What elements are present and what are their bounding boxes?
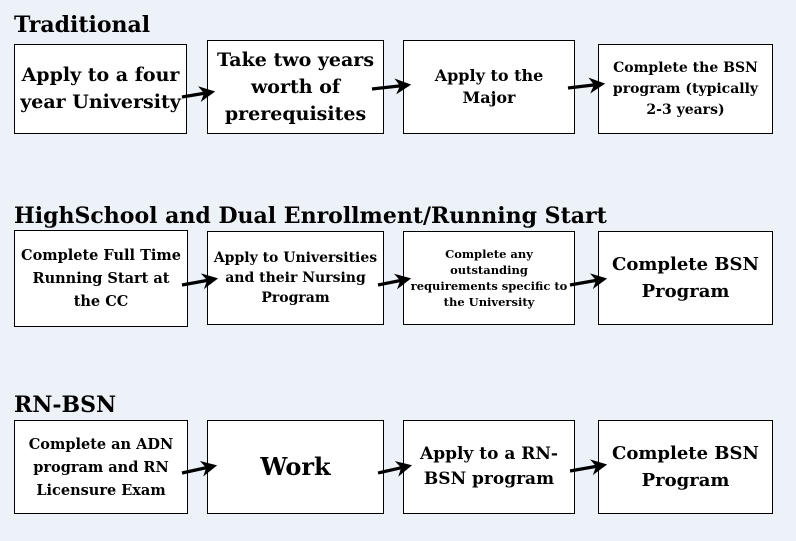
arrow-rn-bsn-2-3: [377, 461, 413, 477]
arrow-running-start-2-3: [377, 273, 412, 290]
arrow-traditional-2-3: [371, 78, 412, 95]
step-running-start-4: Complete BSN Program: [598, 231, 773, 325]
step-label: Complete the BSN program (typically 2-3 …: [612, 59, 759, 118]
step-running-start-2: Apply to Universities and their Nursing …: [207, 231, 384, 325]
step-traditional-1: Apply to a four year University: [14, 44, 187, 134]
arrow-running-start-3-4: [569, 273, 608, 290]
step-label: Apply to a RN-BSN program: [420, 444, 558, 489]
step-label: Apply to a four year University: [20, 64, 181, 113]
arrow-running-start-1-2: [181, 273, 219, 290]
section-title-rn-bsn: RN-BSN: [14, 392, 117, 418]
step-rn-bsn-4: Complete BSN Program: [598, 420, 773, 514]
arrow-traditional-1-2: [181, 86, 216, 102]
step-traditional-3: Apply to the Major: [403, 40, 575, 134]
section-title-traditional: Traditional: [14, 12, 151, 38]
step-running-start-1: Complete Full Time Running Start at the …: [14, 230, 188, 327]
arrow-rn-bsn-3-4: [569, 459, 608, 476]
step-label: Work: [260, 452, 331, 481]
step-rn-bsn-3: Apply to a RN-BSN program: [403, 420, 575, 514]
step-rn-bsn-2: Work: [207, 420, 384, 514]
step-running-start-3: Complete any outstanding requirements sp…: [403, 231, 575, 325]
step-label: Apply to Universities and their Nursing …: [213, 250, 378, 306]
step-traditional-2: Take two years worth of prerequisites: [207, 40, 384, 134]
step-rn-bsn-1: Complete an ADN program and RN Licensure…: [14, 420, 188, 514]
arrow-rn-bsn-1-2: [181, 460, 218, 477]
section-title-running-start: HighSchool and Dual Enrollment/Running S…: [14, 203, 607, 229]
step-label: Complete any outstanding requirements sp…: [410, 247, 568, 309]
step-label: Apply to the Major: [434, 66, 544, 107]
step-label: Take two years worth of prerequisites: [216, 48, 375, 125]
step-label: Complete an ADN program and RN Licensure…: [28, 435, 174, 499]
step-label: Complete BSN Program: [612, 254, 759, 302]
step-label: Complete BSN Program: [612, 443, 759, 491]
arrow-traditional-3-4: [567, 77, 606, 94]
step-label: Complete Full Time Running Start at the …: [21, 247, 181, 310]
